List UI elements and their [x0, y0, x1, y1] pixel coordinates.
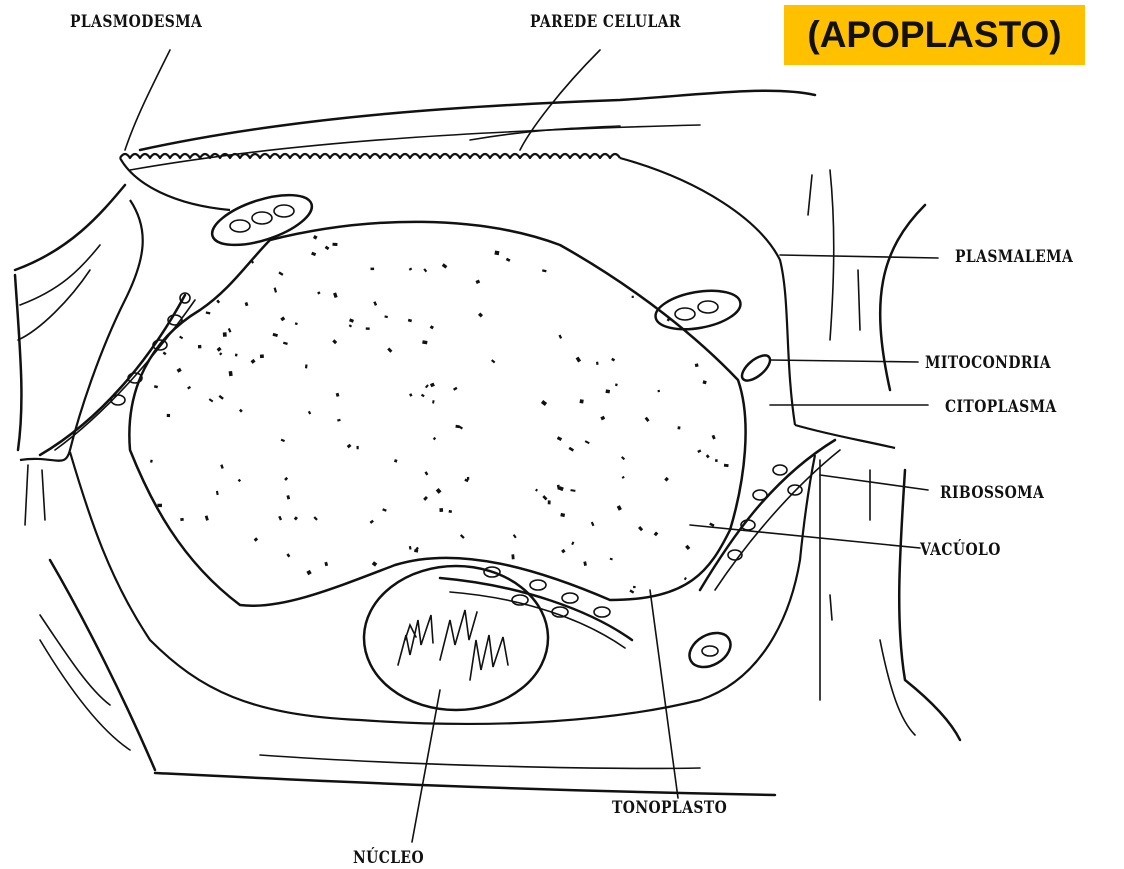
label-ribossoma: RIBOSSOMA [940, 483, 1044, 503]
label-tonoplasto: TONOPLASTO [612, 798, 727, 818]
label-mitocondria: MITOCONDRIA [925, 353, 1051, 373]
label-citoplasma: CITOPLASMA [945, 397, 1057, 417]
ribosome-membranes [40, 293, 840, 648]
label-plasmalema: PLASMALEMA [955, 247, 1073, 267]
apoplasto-label: (APOPLASTO) [807, 14, 1061, 56]
vacuole-stipple [150, 235, 729, 594]
label-parede-celular: PAREDE CELULAR [530, 12, 681, 32]
nucleus [364, 566, 548, 710]
label-vacuolo: VACÚOLO [920, 540, 1001, 560]
apoplasto-highlight: (APOPLASTO) [784, 5, 1085, 65]
cell-wall-lines [15, 91, 960, 795]
label-plasmodesma: PLASMODESMA [70, 12, 202, 32]
label-nucleo: NÚCLEO [353, 848, 424, 868]
vacuole [129, 222, 745, 606]
